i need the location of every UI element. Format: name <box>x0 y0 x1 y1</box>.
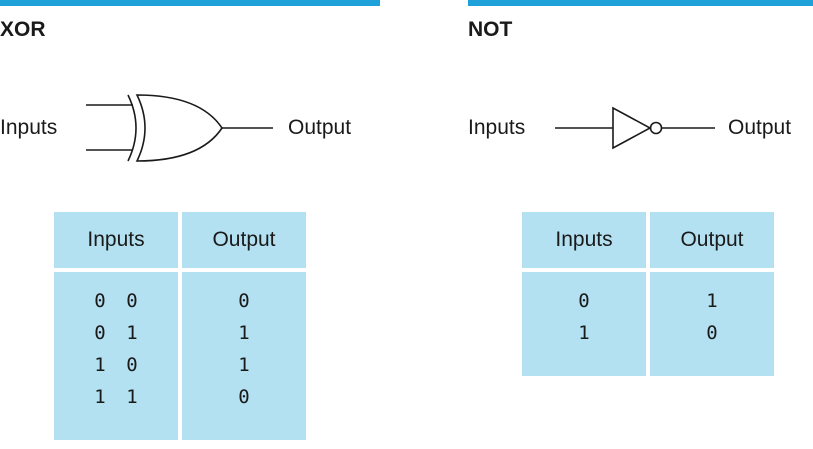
xor-cell-a: 1 <box>94 354 106 376</box>
gate-diagrams <box>86 94 715 162</box>
not-cell-out: 0 <box>706 322 718 344</box>
xor-cell-a: 0 <box>94 322 106 344</box>
xor-cell-b: 1 <box>126 386 138 408</box>
xor-output-column: 0 1 1 0 <box>182 272 306 440</box>
xor-cell-a: 0 <box>94 290 106 312</box>
xor-accent-bar <box>0 0 380 6</box>
not-gate-triangle <box>612 106 652 150</box>
not-cell-out: 1 <box>706 290 718 312</box>
not-cell-a: 1 <box>578 322 590 344</box>
xor-cell-b: 0 <box>126 354 138 376</box>
xor-cell-b: 0 <box>126 290 138 312</box>
not-header-inputs: Inputs <box>522 212 646 268</box>
table-row: 0 <box>522 285 646 317</box>
xor-cell-out: 1 <box>238 322 250 344</box>
not-inputs-label: Inputs <box>468 116 526 139</box>
xor-gate-symbol <box>86 94 273 162</box>
not-output-label: Output <box>728 116 792 139</box>
not-accent-bar <box>468 0 813 6</box>
table-row: 1 <box>182 349 306 381</box>
xor-cell-out: 1 <box>238 354 250 376</box>
table-row: 0 <box>182 285 306 317</box>
table-row: 1 <box>650 285 774 317</box>
table-row: 1 <box>182 317 306 349</box>
xor-output-label: Output <box>288 116 352 139</box>
xor-cell-out: 0 <box>238 290 250 312</box>
xor-header-inputs: Inputs <box>54 212 178 268</box>
not-gate-bubble <box>649 121 663 135</box>
xor-title: XOR <box>0 18 46 41</box>
xor-cell-b: 1 <box>126 322 138 344</box>
table-row: 0 <box>182 381 306 413</box>
table-row: 1 <box>522 317 646 349</box>
xor-header-output: Output <box>182 212 306 268</box>
xor-cell-out: 0 <box>238 386 250 408</box>
table-row: 0 <box>650 317 774 349</box>
not-truth-table: Inputs Output 0 1 1 0 <box>522 212 774 376</box>
not-inputs-column: 0 1 <box>522 272 646 376</box>
xor-extra-curve <box>127 94 137 162</box>
not-header-output: Output <box>650 212 774 268</box>
xor-cell-a: 1 <box>94 386 106 408</box>
not-gate-symbol <box>555 106 715 150</box>
xor-gate-body <box>135 94 223 162</box>
xor-inputs-label: Inputs <box>0 116 58 139</box>
not-output-column: 1 0 <box>650 272 774 376</box>
not-title: NOT <box>468 18 513 41</box>
not-cell-a: 0 <box>578 290 590 312</box>
